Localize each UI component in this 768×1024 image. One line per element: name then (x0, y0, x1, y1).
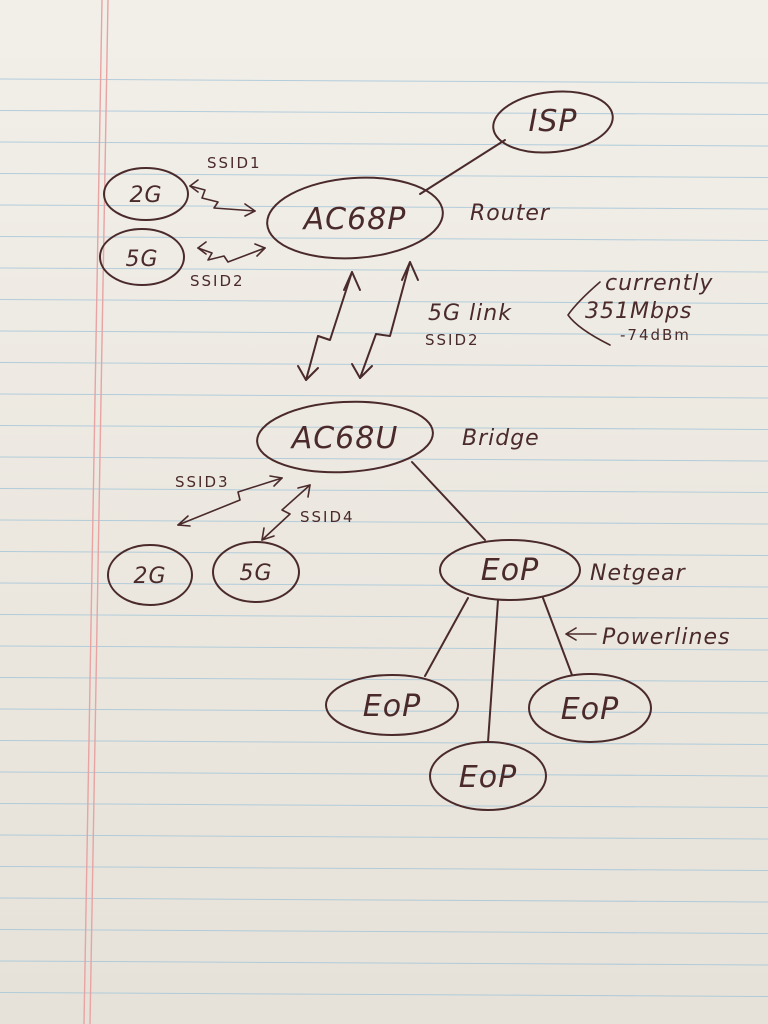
isp-node: ISP (492, 90, 614, 154)
rule-line (0, 236, 768, 241)
eop-right-label: EoP (561, 692, 619, 727)
rule-line (0, 834, 768, 840)
ssid3-wireless-link (177, 477, 283, 526)
router-node: AC68P (266, 176, 444, 260)
powerline-right (542, 597, 573, 676)
eop-left-label: EoP (363, 689, 421, 724)
rule-line (0, 708, 768, 714)
ssid2-arrowhead-left (197, 241, 207, 255)
margin-line (89, 0, 109, 1024)
ssid1-arrowhead-left (189, 179, 199, 193)
eop-center-label: EoP (459, 760, 517, 795)
rule-line (0, 740, 768, 745)
router-5g-label: 5G (125, 247, 158, 272)
backhaul-right-arrow-bottom (351, 363, 373, 379)
ssid2-arrowhead-right (254, 243, 266, 257)
rule-line (0, 204, 768, 210)
rule-line (0, 645, 768, 651)
bridge-role-label: Bridge (462, 426, 540, 451)
note-line3: -74dBm (620, 326, 691, 344)
rule-line (0, 960, 768, 966)
ssid3-arrowhead-top (269, 475, 283, 487)
powerlines-label: Powerlines (602, 625, 730, 650)
eop-center-node: EoP (429, 741, 547, 811)
rule-line (0, 299, 768, 304)
backhaul-link-right (359, 261, 411, 379)
ssid4-arrowhead-top (297, 484, 311, 498)
rule-line (0, 677, 768, 682)
ssid3-arrowhead-bottom (177, 515, 191, 527)
link-label: 5G link (428, 301, 512, 326)
rule-line (0, 803, 768, 808)
ssid1-label: SSID1 (207, 154, 262, 172)
rule-line (0, 771, 768, 777)
note-line1: currently (605, 271, 713, 296)
rule-line (0, 551, 768, 556)
backhaul-right-arrow-top (401, 261, 419, 281)
ssid1-arrowhead-right (244, 203, 256, 217)
ssid2-wireless-link (197, 247, 266, 263)
rule-line (0, 897, 768, 903)
bridge-5g-label: 5G (239, 561, 272, 586)
ssid4-arrowhead-bottom (261, 527, 275, 541)
note-brace (567, 281, 611, 346)
ssid1-wireless-link (189, 185, 256, 212)
bridge-node: AC68U (256, 400, 434, 474)
bridge-eop-link (411, 461, 486, 541)
rule-line (0, 330, 768, 336)
router-role-label: Router (470, 201, 551, 226)
router-2g-node: 2G (103, 167, 189, 221)
powerline-center (487, 599, 499, 743)
powerline-left (424, 597, 469, 677)
rule-line (0, 425, 768, 430)
rule-line (0, 456, 768, 462)
router-model-label: AC68P (302, 202, 407, 237)
eop-left-node: EoP (325, 674, 459, 736)
rule-line (0, 614, 768, 619)
bridge-2g-node: 2G (107, 544, 193, 606)
isp-router-link (419, 139, 506, 195)
bridge-model-label: AC68U (290, 421, 399, 456)
note-line2: 351Mbps (585, 299, 692, 324)
ssid4-label: SSID4 (300, 508, 355, 526)
router-2g-label: 2G (129, 183, 162, 208)
bridge-2g-label: 2G (133, 564, 166, 589)
rule-line (0, 866, 768, 871)
margin-line (83, 0, 103, 1024)
rule-line (0, 267, 768, 273)
ssid4-wireless-link (261, 484, 311, 541)
rule-line (0, 582, 768, 588)
backhaul-link-left (305, 271, 353, 381)
eop-right-node: EoP (528, 673, 652, 743)
backhaul-left-arrow-bottom (297, 365, 319, 381)
ssid3-label: SSID3 (175, 473, 230, 491)
ssid2-router-label: SSID2 (190, 272, 245, 290)
eop-main-label: EoP (481, 553, 539, 588)
rule-line (0, 173, 768, 178)
powerlines-pointer (565, 627, 597, 641)
bridge-5g-node: 5G (212, 541, 300, 603)
router-5g-node: 5G (99, 228, 185, 286)
eop-main-brand-label: Netgear (590, 561, 687, 586)
rule-line (0, 393, 768, 399)
isp-label: ISP (529, 104, 578, 139)
rule-line (0, 78, 768, 84)
rule-line (0, 110, 768, 115)
rule-line (0, 141, 768, 147)
rule-line (0, 929, 768, 934)
backhaul-left-arrow-top (343, 271, 361, 291)
ssid2-link-label: SSID2 (425, 331, 480, 349)
rule-line (0, 519, 768, 525)
rule-line (0, 488, 768, 493)
eop-main-node: EoP (439, 539, 581, 601)
rule-line (0, 992, 768, 997)
rule-line (0, 362, 768, 367)
